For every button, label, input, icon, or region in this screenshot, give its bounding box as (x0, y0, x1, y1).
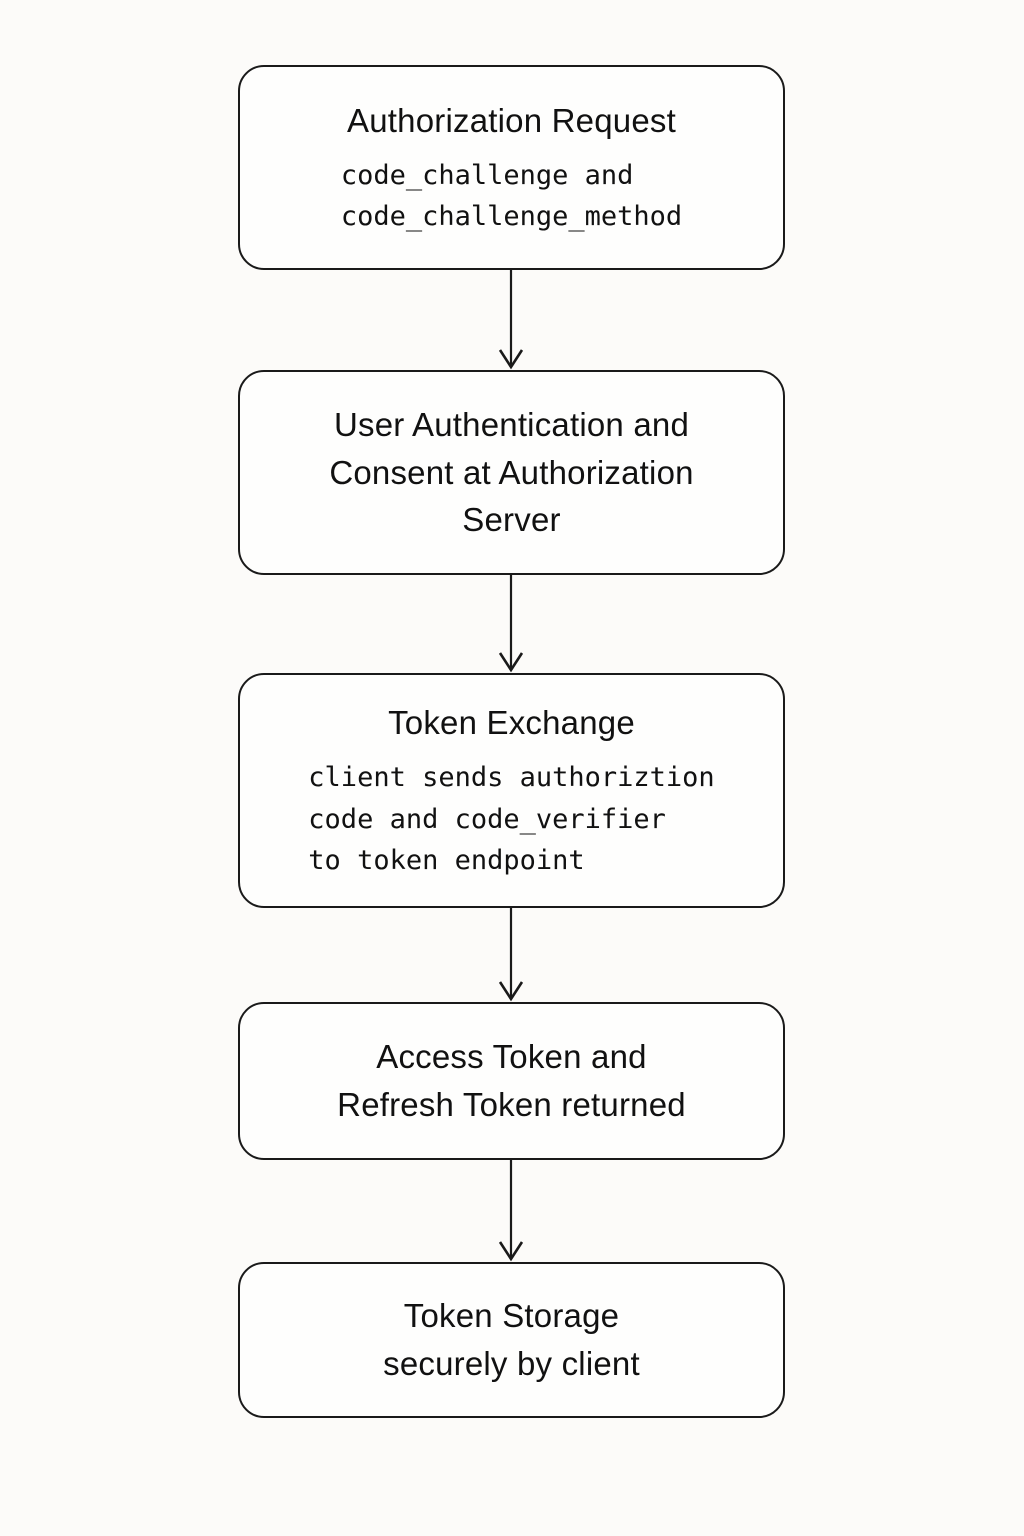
node-title: Token Exchange (388, 703, 635, 741)
flow-node-access-refresh-token-returned: Access Token and Refresh Token returned (238, 1002, 785, 1160)
flow-arrow-down-icon (496, 1160, 526, 1262)
flow-node-token-exchange: Token Exchange client sends authoriztion… (238, 673, 785, 908)
node-code-text: client sends authoriztion code and code_… (308, 761, 715, 877)
node-title: User Authentication and Consent at Autho… (329, 405, 694, 539)
flow-node-token-storage: Token Storage securely by client (238, 1262, 785, 1418)
flow-node-authorization-request: Authorization Request code_challenge and… (238, 65, 785, 270)
flow-node-user-authentication-consent: User Authentication and Consent at Autho… (238, 370, 785, 575)
node-code-text: code_challenge and code_challenge_method (340, 159, 683, 233)
flow-arrow-down-icon (496, 908, 526, 1002)
node-title: Access Token and Refresh Token returned (337, 1038, 686, 1123)
flow-arrow-down-icon (496, 575, 526, 673)
flow-arrow-down-icon (496, 270, 526, 370)
node-title: Token Storage securely by client (383, 1297, 640, 1382)
node-title: Authorization Request (347, 101, 676, 139)
